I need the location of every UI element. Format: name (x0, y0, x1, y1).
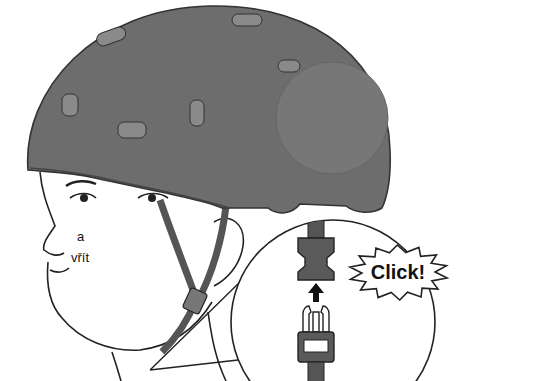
cropped-text: a (76, 229, 85, 244)
cropped-text: vřít (70, 250, 90, 265)
burst-text: Click! (371, 261, 425, 284)
burst-shape (349, 245, 446, 300)
click-burst: Click! (349, 245, 448, 300)
